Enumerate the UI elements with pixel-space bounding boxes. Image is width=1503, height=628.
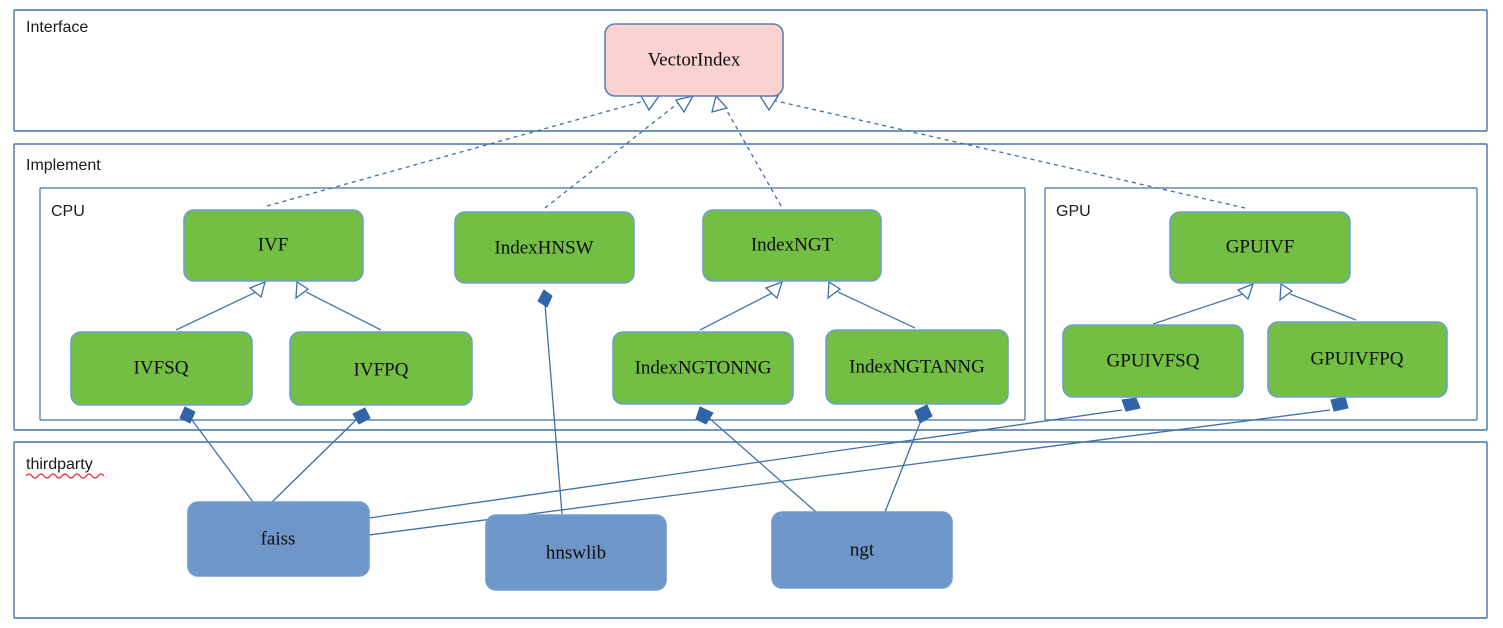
nodes-group: VectorIndex IVF IndexHNSW IndexNGT IVFSQ: [70, 23, 1448, 591]
filled-diamond-arrowhead: [1121, 397, 1141, 412]
edge-ivfsq-to-ivf: [175, 280, 266, 331]
filled-diamond-arrowhead: [695, 406, 714, 425]
hollow-triangle-arrowhead: [295, 280, 310, 300]
node-label-indexngt: IndexNGT: [751, 234, 834, 255]
edge-indexngt-to-vectorindex: [711, 94, 782, 207]
node-hnswlib[interactable]: hnswlib: [485, 514, 667, 591]
node-label-gpuivfsq: GPUIVFSQ: [1107, 350, 1200, 371]
edge-indexngtanng-to-indexngt: [827, 280, 916, 329]
node-label-ivfsq: IVFSQ: [134, 357, 189, 378]
container-label-thirdparty: thirdparty: [26, 456, 93, 473]
edge-ngt-to-indexngtonng: [695, 406, 817, 513]
edge-ngt-to-indexngtanng: [884, 404, 933, 513]
filled-diamond-arrowhead: [1330, 396, 1349, 412]
edge-hnswlib-to-indexhnsw: [537, 289, 563, 515]
node-ngt[interactable]: ngt: [771, 511, 953, 589]
node-label-hnswlib: hnswlib: [546, 542, 606, 563]
hollow-triangle-arrowhead: [764, 280, 784, 300]
node-vectorindex[interactable]: VectorIndex: [604, 23, 784, 97]
edge-gpuivfsq-to-gpuivf: [1152, 282, 1255, 325]
hollow-triangle-arrowhead: [1279, 282, 1294, 302]
node-indexngt[interactable]: IndexNGT: [702, 209, 882, 282]
filled-diamond-arrowhead: [179, 406, 196, 424]
edge-faiss-to-gpuivfpq: [368, 396, 1349, 536]
node-label-indexhnsw: IndexHNSW: [494, 237, 593, 258]
hollow-triangle-arrowhead: [827, 280, 842, 300]
node-gpuivfsq[interactable]: GPUIVFSQ: [1062, 324, 1244, 398]
edge-faiss-to-ivfsq: [179, 406, 254, 503]
container-label-implement: Implement: [26, 157, 101, 174]
filled-diamond-arrowhead: [537, 289, 553, 308]
container-label-interface: Interface: [26, 19, 88, 36]
filled-diamond-arrowhead: [914, 404, 933, 424]
node-faiss[interactable]: faiss: [187, 501, 370, 577]
sub-container-label-gpu: GPU: [1056, 203, 1091, 220]
node-label-gpuivf: GPUIVF: [1226, 236, 1295, 257]
spellcheck-squiggle-icon: [25, 473, 105, 479]
node-ivfsq[interactable]: IVFSQ: [70, 331, 253, 406]
edge-indexhnsw-to-vectorindex: [544, 95, 695, 209]
edge-faiss-to-gpuivfsq: [368, 397, 1141, 519]
node-label-ivf: IVF: [258, 234, 289, 255]
edge-ivfpq-to-ivf: [295, 280, 382, 331]
node-label-gpuivfpq: GPUIVFPQ: [1311, 348, 1404, 369]
node-ivf[interactable]: IVF: [183, 209, 364, 282]
node-label-faiss: faiss: [261, 528, 296, 549]
node-label-ivfpq: IVFPQ: [354, 359, 409, 380]
edge-indexngtonng-to-indexngt: [699, 280, 784, 331]
filled-diamond-arrowhead: [352, 407, 371, 425]
node-ivfpq[interactable]: IVFPQ: [289, 331, 473, 406]
edge-faiss-to-ivfpq: [271, 407, 371, 503]
hollow-triangle-arrowhead: [674, 95, 695, 114]
node-indexhnsw[interactable]: IndexHNSW: [454, 211, 635, 284]
sub-container-label-cpu: CPU: [51, 203, 85, 220]
node-label-indexngtanng: IndexNGTANNG: [849, 356, 985, 377]
edges-group: [175, 94, 1357, 536]
hollow-triangle-arrowhead: [711, 94, 729, 113]
edge-gpuivfpq-to-gpuivf: [1279, 282, 1357, 321]
node-label-vectorindex: VectorIndex: [648, 49, 741, 70]
hollow-triangle-arrowhead: [248, 280, 266, 299]
node-gpuivf[interactable]: GPUIVF: [1169, 211, 1351, 284]
node-label-ngt: ngt: [850, 539, 875, 560]
node-indexngtonng[interactable]: IndexNGTONNG: [612, 331, 794, 405]
node-gpuivfpq[interactable]: GPUIVFPQ: [1267, 321, 1448, 398]
node-label-indexngtonng: IndexNGTONNG: [635, 357, 772, 378]
container-thirdparty: thirdparty: [13, 441, 1488, 619]
hollow-triangle-arrowhead: [1236, 282, 1255, 301]
node-indexngtanng[interactable]: IndexNGTANNG: [825, 329, 1009, 405]
